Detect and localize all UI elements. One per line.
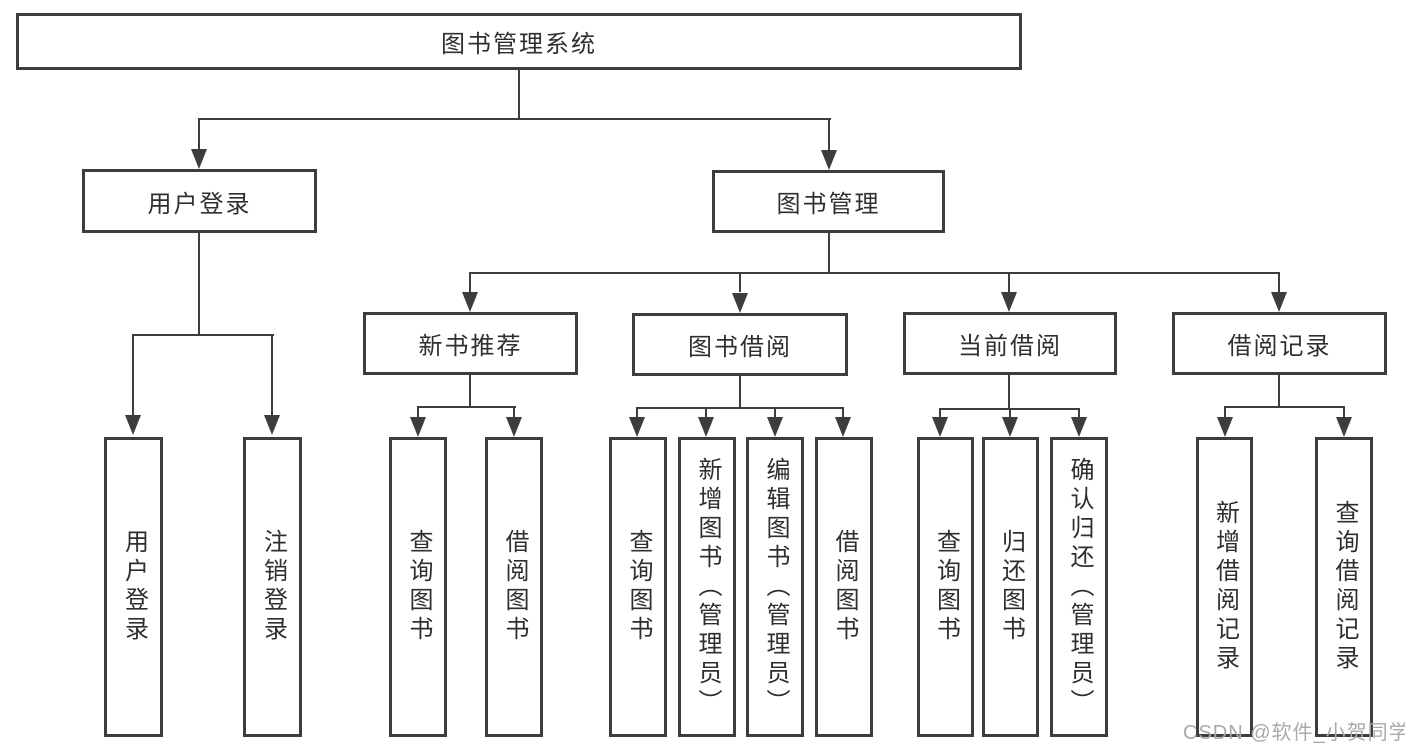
connector-line xyxy=(774,407,776,418)
arrowhead-icon xyxy=(698,417,714,437)
connector-line xyxy=(518,70,520,119)
node-root: 图书管理系统 xyxy=(16,13,1022,70)
leaf-borrowing-query-books: 查询图书 xyxy=(609,437,667,737)
leaf-current-query-books: 查询图书 xyxy=(917,437,974,737)
connector-line xyxy=(1008,375,1010,409)
leaf-borrowing-edit-books: 编辑图书（管理员） xyxy=(746,437,804,737)
connector-line xyxy=(1009,408,1011,418)
arrowhead-icon xyxy=(462,292,478,312)
arrowhead-icon xyxy=(125,415,141,435)
connector-line xyxy=(828,118,830,150)
connector-line xyxy=(739,272,741,292)
connector-line xyxy=(1078,408,1080,418)
leaf-user-login: 用户登录 xyxy=(104,437,163,737)
node-book-borrowing: 图书借阅 xyxy=(632,313,848,376)
leaf-records-query-record: 查询借阅记录 xyxy=(1315,437,1373,737)
leaf-records-add-record: 新增借阅记录 xyxy=(1196,437,1253,737)
connector-line xyxy=(1008,272,1010,292)
connector-line xyxy=(1278,375,1280,408)
arrowhead-icon xyxy=(932,417,948,437)
connector-line xyxy=(939,408,941,418)
connector-line xyxy=(132,334,274,336)
node-book-management: 图书管理 xyxy=(712,170,945,233)
connector-line xyxy=(636,407,844,409)
connector-line xyxy=(1278,272,1280,292)
node-borrowing-records: 借阅记录 xyxy=(1172,312,1387,375)
connector-line xyxy=(828,233,830,274)
leaf-newbook-borrow-books: 借阅图书 xyxy=(485,437,543,737)
arrowhead-icon xyxy=(629,417,645,437)
leaf-current-confirm-return: 确认归还（管理员） xyxy=(1050,437,1108,737)
leaf-current-return-books: 归还图书 xyxy=(982,437,1039,737)
connector-line xyxy=(417,406,516,408)
leaf-logout: 注销登录 xyxy=(243,437,302,737)
connector-line xyxy=(636,407,638,418)
leaf-newbook-query-books: 查询图书 xyxy=(389,437,447,737)
connector-line xyxy=(513,406,515,418)
arrowhead-icon xyxy=(821,150,837,170)
arrowhead-icon xyxy=(1002,417,1018,437)
connector-line xyxy=(1224,406,1226,418)
arrowhead-icon xyxy=(767,417,783,437)
connector-line xyxy=(132,334,134,415)
connector-line xyxy=(739,376,741,409)
arrowhead-icon xyxy=(1071,417,1087,437)
arrowhead-icon xyxy=(1001,292,1017,312)
connector-line xyxy=(271,334,273,415)
connector-line xyxy=(198,233,200,336)
connector-line xyxy=(198,118,831,120)
arrowhead-icon xyxy=(191,149,207,169)
connector-line xyxy=(469,375,471,408)
arrowhead-icon xyxy=(732,293,748,313)
connector-line xyxy=(705,407,707,418)
leaf-borrowing-borrow-books: 借阅图书 xyxy=(815,437,873,737)
arrowhead-icon xyxy=(1271,292,1287,312)
connector-line xyxy=(1224,406,1345,408)
node-current-borrowing: 当前借阅 xyxy=(903,312,1117,375)
node-new-book-recommend: 新书推荐 xyxy=(363,312,578,375)
csdn-watermark: CSDN @软件_小贺同学 xyxy=(1183,722,1405,744)
connector-line xyxy=(1343,406,1345,418)
arrowhead-icon xyxy=(1217,417,1233,437)
connector-line xyxy=(198,118,200,150)
arrowhead-icon xyxy=(410,417,426,437)
arrowhead-icon xyxy=(1336,417,1352,437)
connector-line xyxy=(842,407,844,418)
leaf-borrowing-add-books: 新增图书（管理员） xyxy=(678,437,736,737)
arrowhead-icon xyxy=(506,417,522,437)
connector-line xyxy=(469,272,471,292)
connector-line xyxy=(417,406,419,418)
connector-line xyxy=(469,272,1280,274)
node-user-login: 用户登录 xyxy=(82,169,317,233)
arrowhead-icon xyxy=(264,415,280,435)
arrowhead-icon xyxy=(835,417,851,437)
